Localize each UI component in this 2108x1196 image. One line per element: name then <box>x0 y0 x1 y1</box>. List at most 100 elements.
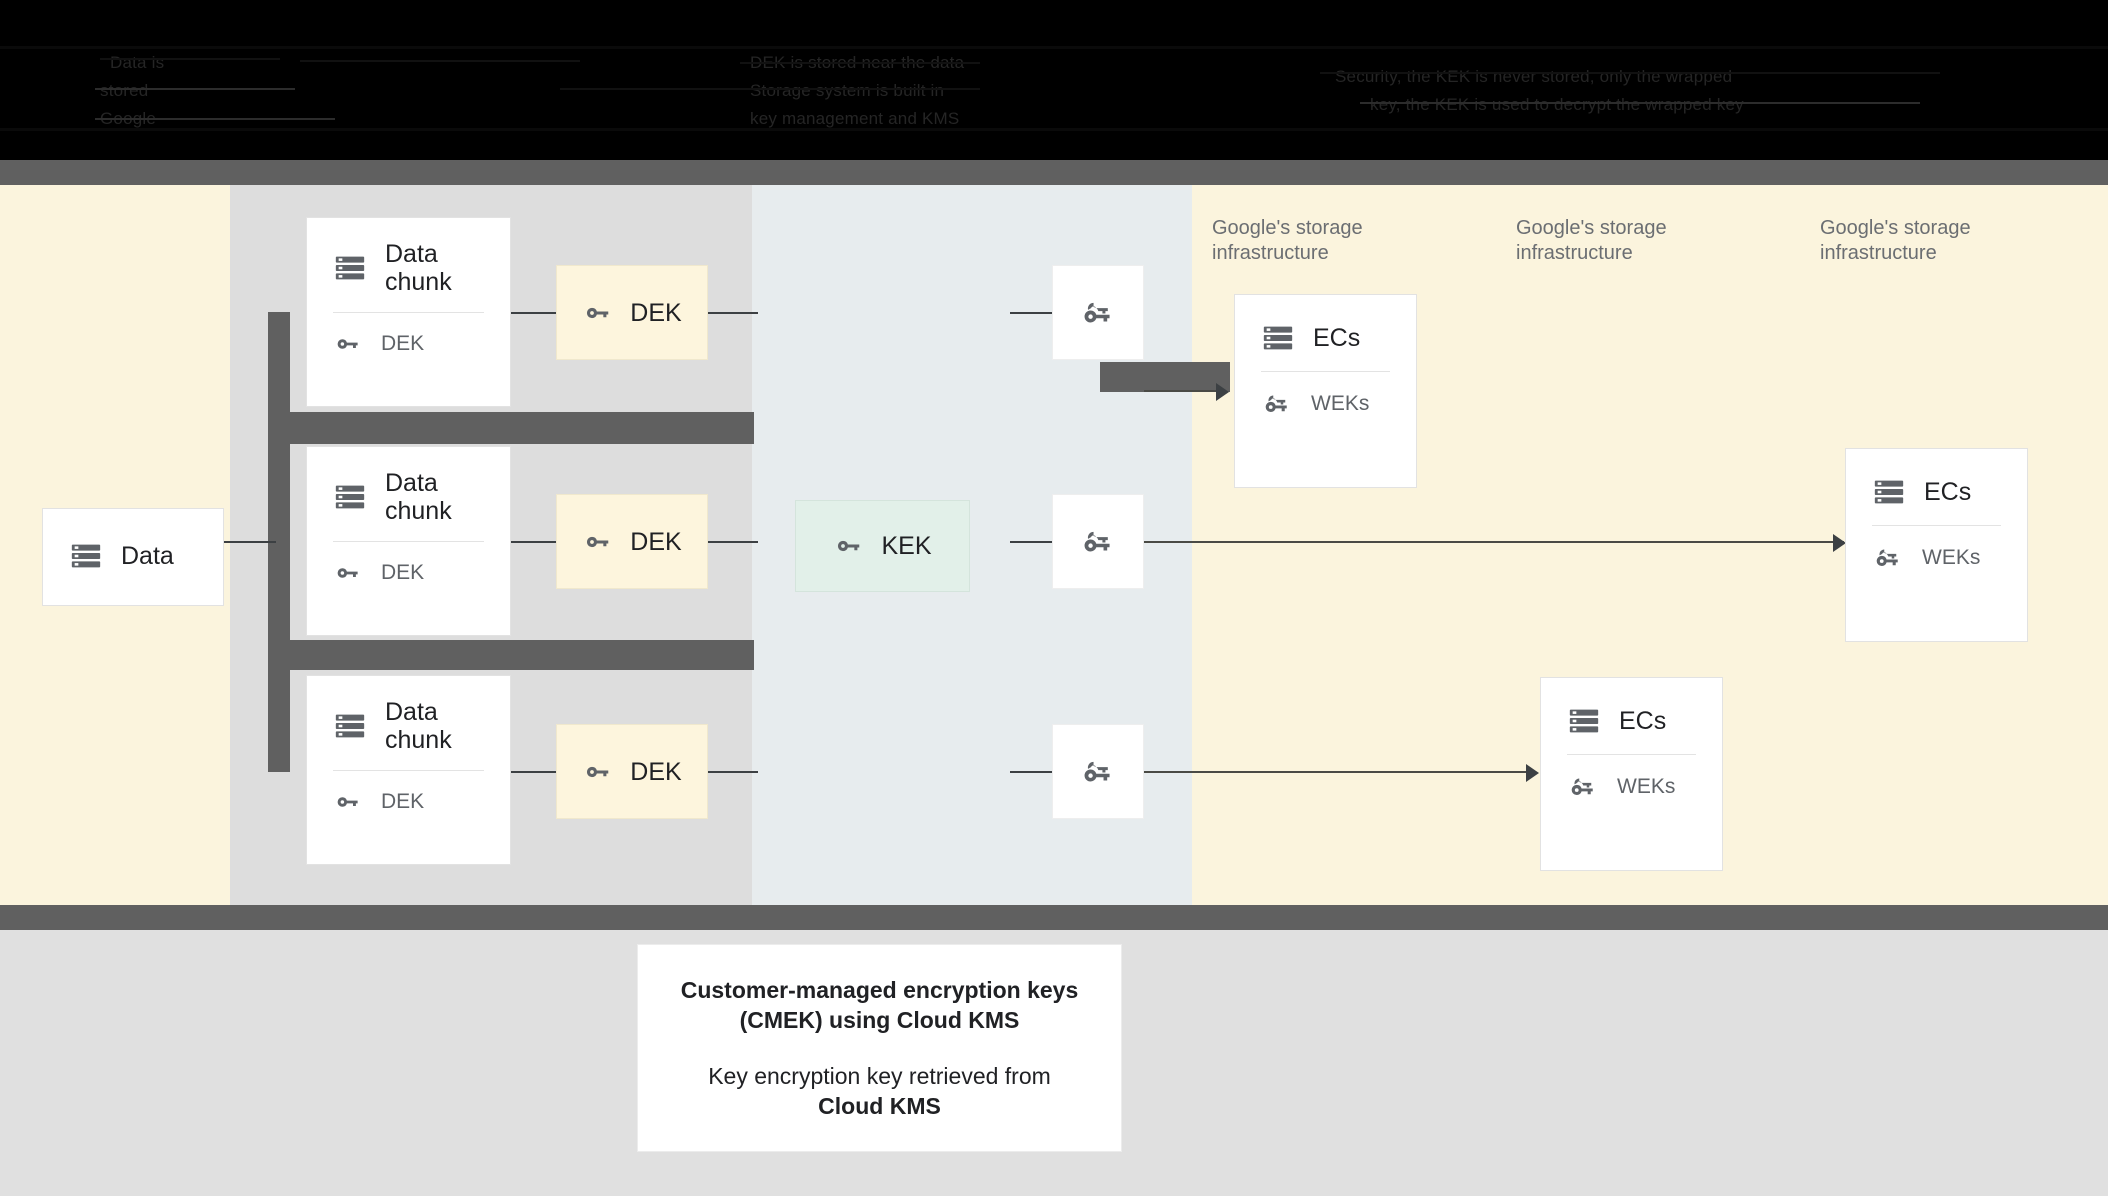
data-source-label: Data <box>121 542 174 570</box>
dek-box-3[interactable]: DEK <box>556 724 708 819</box>
key-icon <box>333 558 363 588</box>
overlay-band-footer <box>0 905 2108 931</box>
kek-box[interactable]: KEK <box>795 500 970 592</box>
wrapped-key-box-2[interactable] <box>1052 494 1144 589</box>
double-key-icon <box>1567 771 1599 803</box>
double-key-icon <box>1872 542 1904 574</box>
ecs-key-label: WEKs <box>1922 546 1981 569</box>
ecs-title: ECs <box>1924 478 1972 506</box>
card-divider <box>1872 525 2001 526</box>
header-text-fragment: Security, the KEK is never stored, only … <box>1335 67 1733 86</box>
overlay-band-horizontal <box>1100 362 1230 392</box>
infra-label-1: Google's storage infrastructure <box>1212 217 1363 264</box>
dek-box-label: DEK <box>630 298 682 327</box>
arrow-line-to-ecs-1 <box>1144 390 1226 392</box>
card-data-chunk-3[interactable]: Data chunk DEK <box>306 675 511 865</box>
chunk-key-label: DEK <box>381 332 425 355</box>
dek-box-2[interactable]: DEK <box>556 494 708 589</box>
infra-label-3: Google's storage infrastructure <box>1820 217 1971 264</box>
kek-label: KEK <box>881 532 932 560</box>
connector-data-to-chunks <box>224 541 276 543</box>
storage-icon <box>333 709 367 743</box>
caption-title-line2: (CMEK) using Cloud KMS <box>739 1007 1020 1033</box>
key-icon <box>582 297 614 329</box>
header-text-fragment: key, the KEK is used to decrypt the wrap… <box>1370 95 1744 114</box>
key-icon <box>582 756 614 788</box>
header-redaction-rule <box>1320 72 1940 74</box>
header-gray-divider <box>0 160 2108 185</box>
chunk-title: Data chunk <box>385 698 452 754</box>
panel-gray-edge <box>230 185 252 905</box>
double-key-icon <box>1079 294 1117 332</box>
card-data-chunk-1[interactable]: Data chunk DEK <box>306 217 511 407</box>
wrapped-key-box-1[interactable] <box>1052 265 1144 360</box>
arrow-head-to-ecs-1 <box>1216 383 1229 401</box>
caption-body-line2: Cloud KMS <box>818 1093 941 1119</box>
caption-title-line1: Customer-managed encryption keys <box>680 977 1079 1003</box>
card-divider <box>333 541 484 542</box>
connector-chunk1-to-dek <box>511 312 556 314</box>
connector-to-wrapped-1 <box>1010 312 1052 314</box>
card-divider <box>1567 754 1696 755</box>
storage-icon <box>1261 321 1295 355</box>
obscured-header-band: Data is stored Google DEK is stored near… <box>0 0 2108 160</box>
card-ecs-1[interactable]: ECs WEKs <box>1234 294 1417 488</box>
key-icon <box>582 526 614 558</box>
card-divider <box>1261 371 1390 372</box>
chunk-title: Data chunk <box>385 240 452 296</box>
connector-dek1-out <box>708 312 758 314</box>
double-key-icon <box>1261 388 1293 420</box>
storage-icon <box>1567 704 1601 738</box>
key-icon <box>333 787 363 817</box>
storage-icon <box>69 539 103 573</box>
card-ecs-2[interactable]: ECs WEKs <box>1845 448 2028 642</box>
connector-chunk3-to-dek <box>511 771 556 773</box>
connector-to-wrapped-3 <box>1010 771 1052 773</box>
header-text-fragment: stored <box>100 81 149 100</box>
key-icon <box>333 329 363 359</box>
arrow-head-to-ecs-3 <box>1526 764 1539 782</box>
ecs-title: ECs <box>1619 707 1667 735</box>
header-text-fragment: key management and KMS <box>750 109 960 128</box>
dek-box-1[interactable]: DEK <box>556 265 708 360</box>
card-divider <box>333 770 484 771</box>
header-redaction-rule <box>95 118 335 120</box>
key-icon <box>833 530 865 562</box>
overlay-band-horizontal <box>268 640 754 670</box>
caption-box: Customer-managed encryption keys (CMEK) … <box>637 944 1122 1152</box>
dek-box-label: DEK <box>630 527 682 556</box>
caption-body-line1: Key encryption key retrieved from <box>708 1063 1051 1089</box>
connector-chunk2-to-dek <box>511 541 556 543</box>
connector-dek3-out <box>708 771 758 773</box>
header-redaction-rule <box>1360 102 1920 104</box>
card-ecs-3[interactable]: ECs WEKs <box>1540 677 1723 871</box>
header-redaction-rule <box>560 88 980 90</box>
infra-label-2: Google's storage infrastructure <box>1516 217 1667 264</box>
arrow-head-to-ecs-2 <box>1833 534 1846 552</box>
header-redaction-strip <box>0 128 2108 131</box>
arrow-line-to-ecs-2 <box>1144 541 1844 543</box>
chunk-key-label: DEK <box>381 561 425 584</box>
header-redaction-rule <box>100 58 280 60</box>
card-data-source[interactable]: Data <box>42 508 224 606</box>
storage-icon <box>333 251 367 285</box>
connector-to-wrapped-2 <box>1010 541 1052 543</box>
header-redaction-rule <box>95 88 295 90</box>
arrow-line-to-ecs-3 <box>1144 771 1536 773</box>
header-redaction-rule <box>300 60 580 62</box>
chunk-key-label: DEK <box>381 790 425 813</box>
storage-icon <box>1872 475 1906 509</box>
header-text-fragment: Data is <box>110 53 165 72</box>
card-data-chunk-2[interactable]: Data chunk DEK <box>306 446 511 636</box>
card-divider <box>333 312 484 313</box>
double-key-icon <box>1079 523 1117 561</box>
header-redaction-rule <box>740 62 980 64</box>
ecs-key-label: WEKs <box>1311 392 1370 415</box>
double-key-icon <box>1079 753 1117 791</box>
dek-box-label: DEK <box>630 757 682 786</box>
wrapped-key-box-3[interactable] <box>1052 724 1144 819</box>
chunk-title: Data chunk <box>385 469 452 525</box>
overlay-band-horizontal <box>268 412 754 444</box>
storage-icon <box>333 480 367 514</box>
